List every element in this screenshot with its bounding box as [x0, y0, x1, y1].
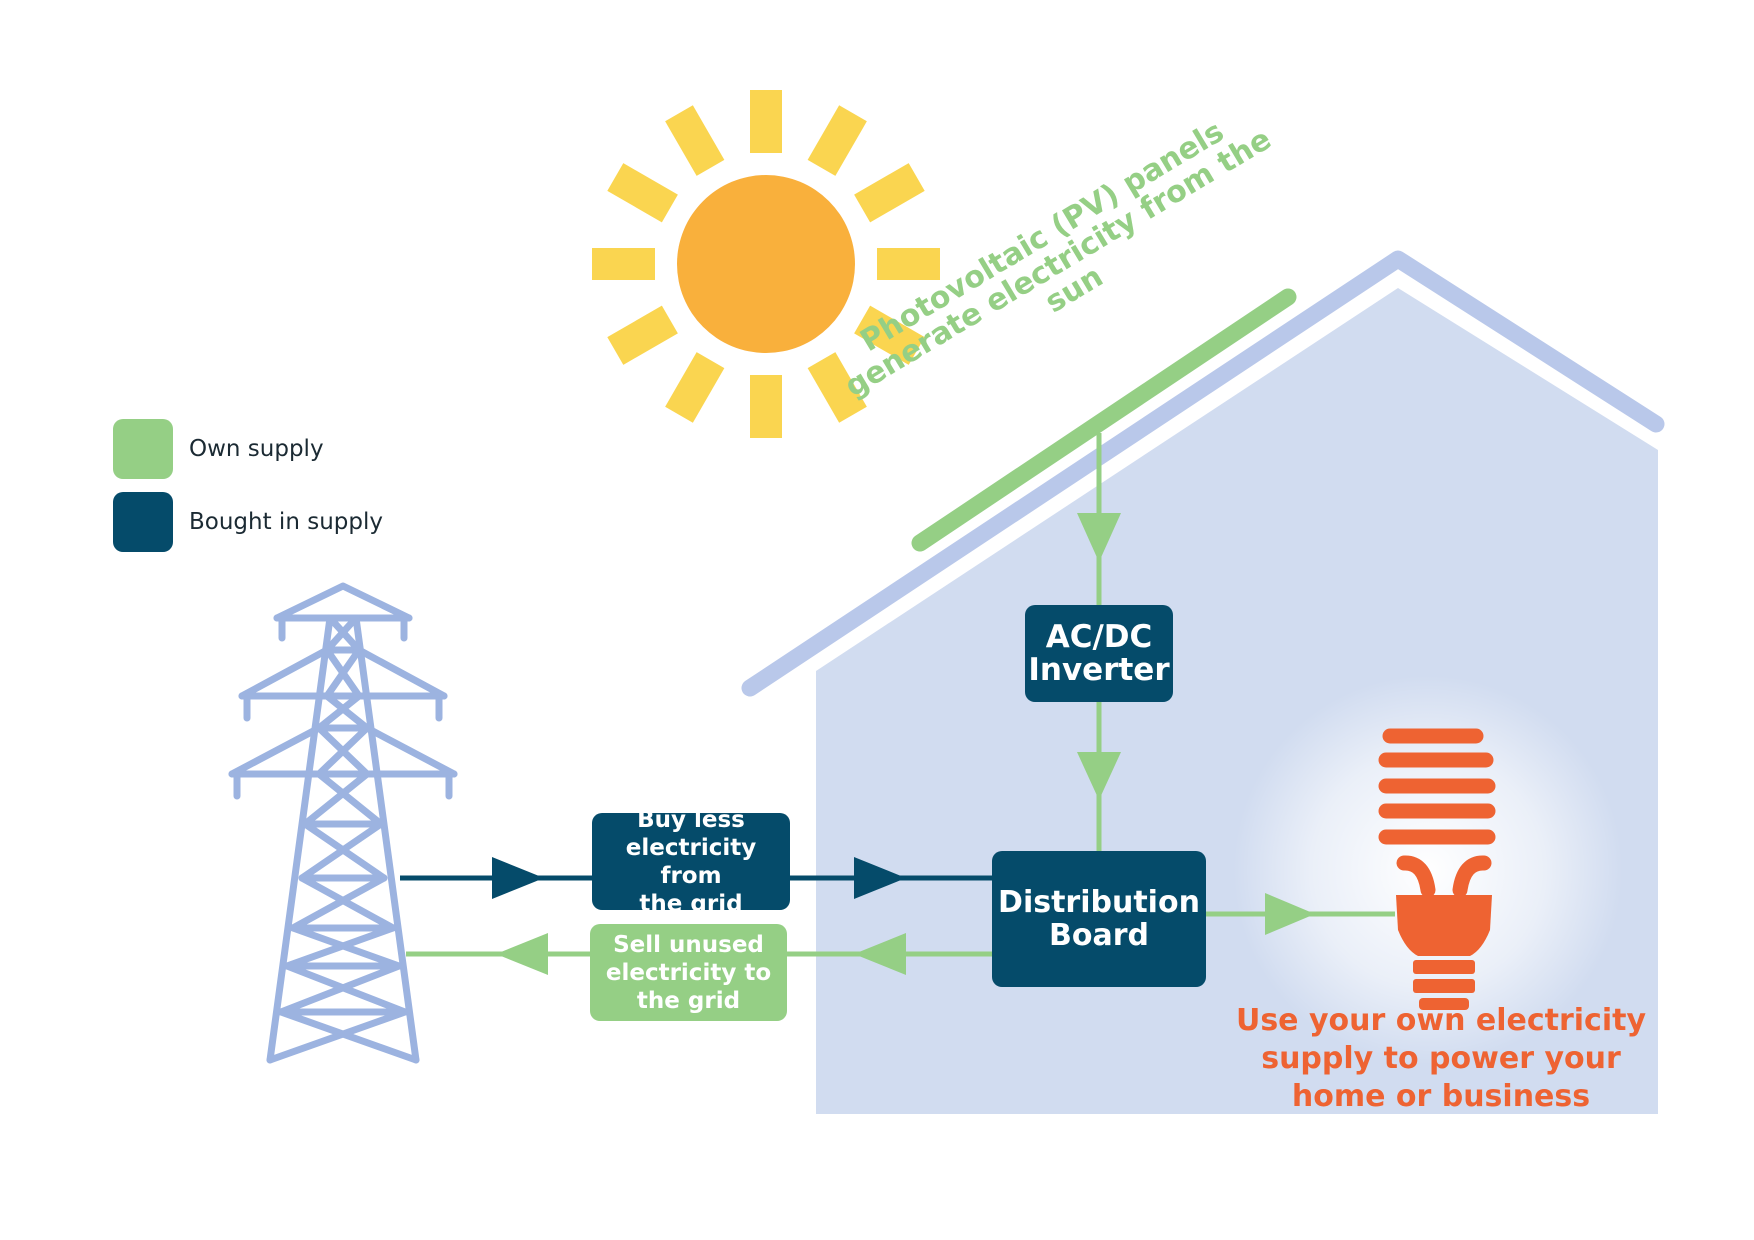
- bought-supply-flow: [400, 857, 992, 899]
- legend-item-own-supply: Own supply: [113, 419, 383, 479]
- buy-box-line: Buy less: [637, 806, 745, 833]
- legend: Own supply Bought in supply: [113, 419, 383, 565]
- sun-ray: [807, 352, 867, 423]
- own-supply-swatch: [113, 419, 173, 479]
- sun-icon: [592, 90, 940, 438]
- sun-ray: [607, 305, 678, 365]
- sell-supply-flow: [406, 933, 992, 975]
- light-bulb-icon: [1378, 728, 1496, 1010]
- inverter-line: Inverter: [1028, 651, 1170, 688]
- sell-box-line: Sell unused: [613, 931, 764, 958]
- sun-ray: [750, 375, 782, 438]
- sell-unused-box: Sell unused electricity to the grid: [590, 924, 787, 1021]
- legend-label: Bought in supply: [189, 509, 383, 535]
- sun-ray: [607, 163, 678, 223]
- inverter-box: AC/DC Inverter: [1025, 605, 1173, 702]
- sun-ray: [750, 90, 782, 153]
- own-supply-flow-vertical: [1077, 433, 1121, 851]
- distribution-board-line: Board: [1049, 918, 1149, 953]
- inverter-line: AC/DC: [1045, 618, 1153, 655]
- sun-ray: [592, 248, 655, 280]
- buy-less-box: Buy less electricity from the grid: [592, 807, 790, 917]
- pv-panel-icon: [911, 288, 1297, 552]
- buy-box-line: electricity from: [625, 834, 757, 889]
- sun-ray: [665, 105, 725, 176]
- own-supply-flow-to-bulb: [1205, 893, 1395, 935]
- use-own-electricity-label: Use your own electricity supply to power…: [1235, 1003, 1647, 1114]
- pylon-icon: [228, 582, 458, 1064]
- sun-ray: [665, 352, 725, 423]
- distribution-board-line: Distribution: [998, 885, 1200, 920]
- sun-ray: [854, 163, 925, 223]
- legend-item-bought-supply: Bought in supply: [113, 492, 383, 552]
- sell-box-line: the grid: [636, 987, 741, 1014]
- sun-ray: [854, 305, 925, 365]
- sun-ray: [877, 248, 940, 280]
- buy-box-line: the grid: [639, 890, 743, 917]
- sun-ray: [807, 105, 867, 176]
- bought-supply-swatch: [113, 492, 173, 552]
- legend-label: Own supply: [189, 436, 324, 462]
- sell-box-line: electricity to: [605, 959, 772, 986]
- distribution-board-box: Distribution Board: [992, 851, 1206, 987]
